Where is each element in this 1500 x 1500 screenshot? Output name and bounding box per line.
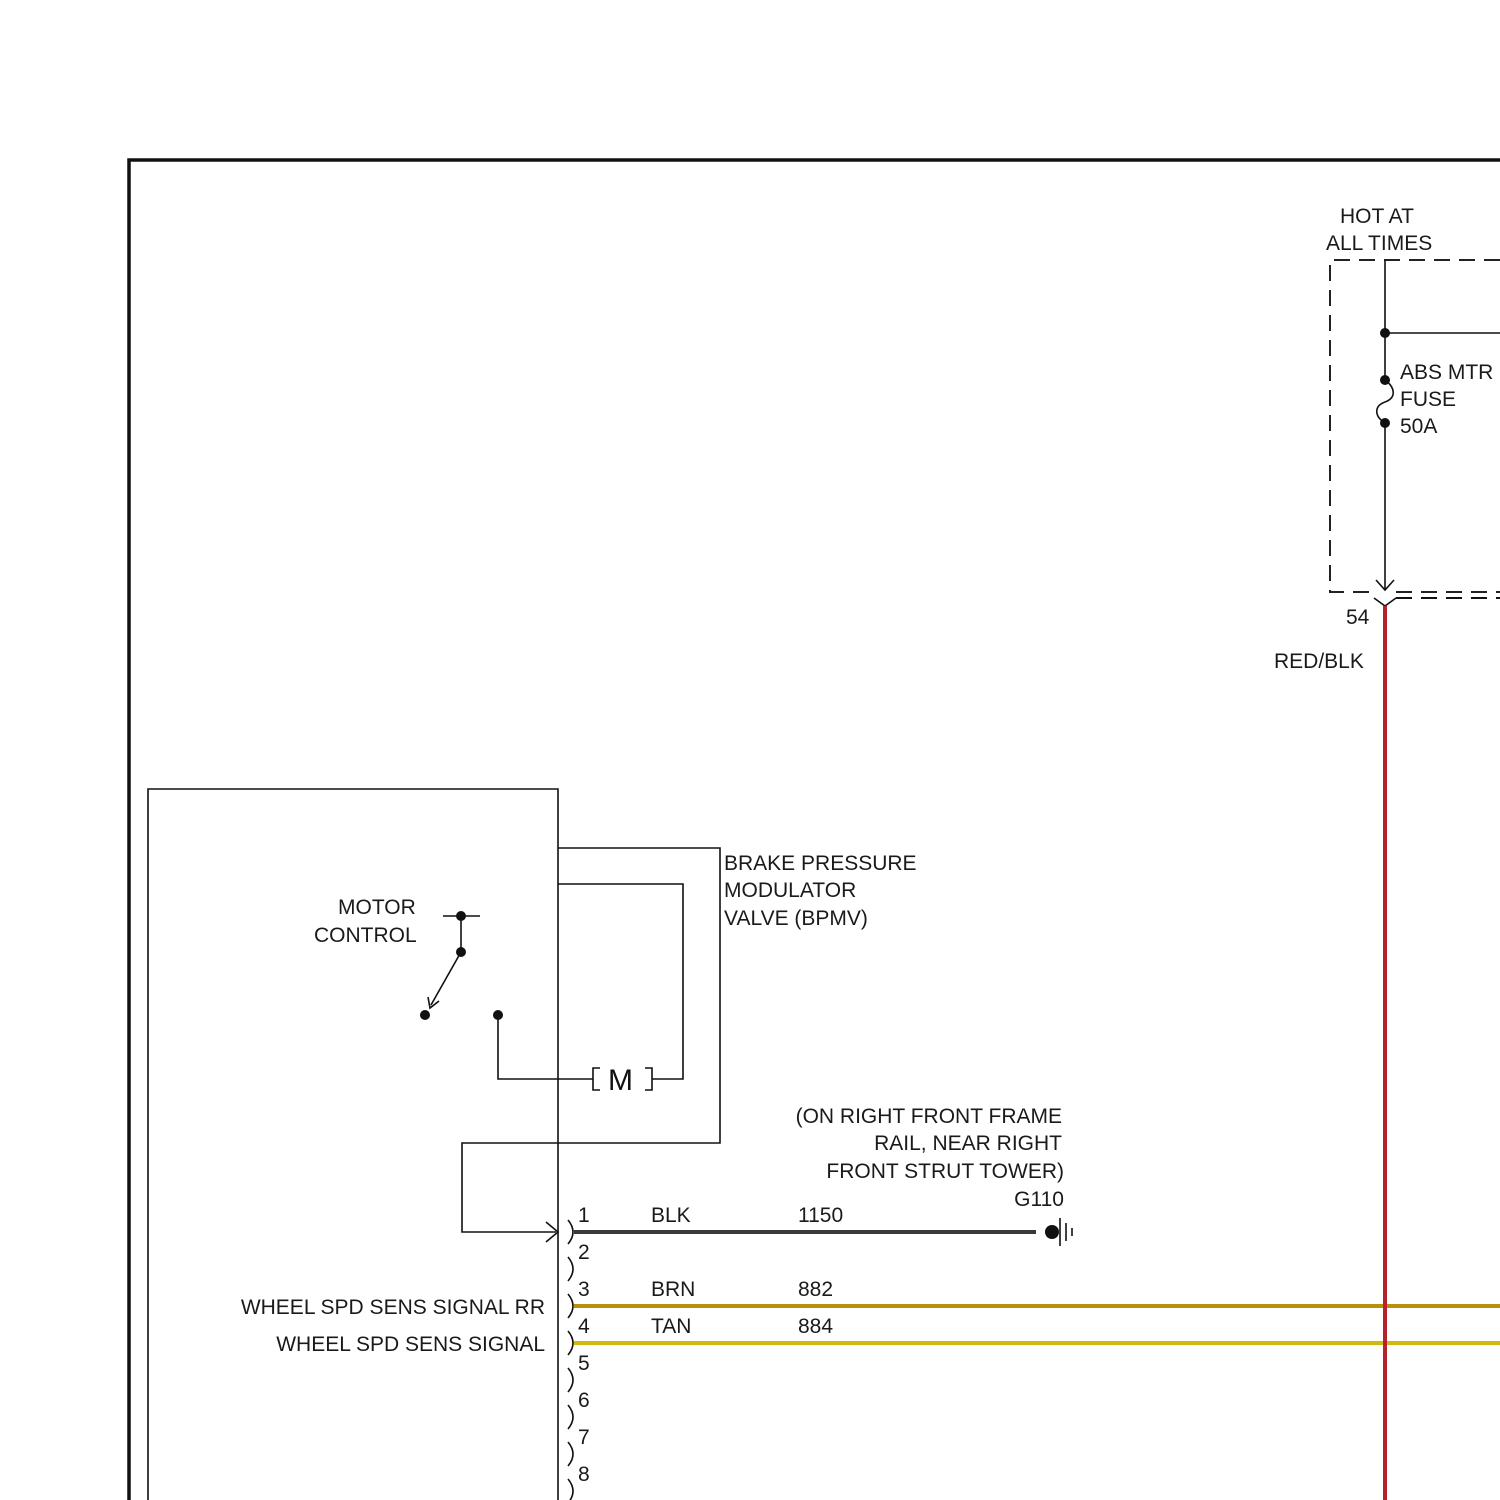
signal-name-label: WHEEL SPD SENS SIGNAL RR	[241, 1296, 545, 1319]
connector-pin-number: 5	[578, 1352, 590, 1375]
bpmv-label-line2: MODULATOR	[724, 879, 856, 902]
connector-pin-number: 3	[578, 1278, 590, 1301]
fuse-name-line2: FUSE	[1400, 388, 1456, 411]
fuse-name-line1: ABS MTR	[1400, 361, 1493, 384]
connector-pin-5	[568, 1368, 573, 1392]
bpmv-box	[462, 848, 720, 1232]
fuse-icon	[1377, 380, 1394, 423]
ground-dot	[1045, 1225, 1059, 1239]
connector-pin-number: 8	[578, 1463, 590, 1486]
connector-pin-3	[568, 1294, 573, 1318]
switch-contact-b	[493, 1010, 503, 1020]
wire-circuit-number: 1150	[798, 1204, 843, 1227]
motor-icon: M	[608, 1064, 633, 1097]
power-wire-color-label: RED/BLK	[1274, 650, 1364, 673]
all-times-label: ALL TIMES	[1326, 232, 1432, 255]
ground-location-line2: RAIL, NEAR RIGHT	[874, 1132, 1062, 1155]
hot-at-label: HOT AT	[1340, 205, 1414, 228]
wire-color-label: TAN	[651, 1315, 691, 1338]
signal-name-label: WHEEL SPD SENS SIGNAL	[276, 1333, 545, 1356]
switch-blade	[431, 952, 461, 1005]
connector-pin-2	[568, 1257, 573, 1281]
connector-pin-number: 2	[578, 1241, 590, 1264]
connector-pin-number: 1	[578, 1204, 590, 1227]
wire-color-label: BLK	[651, 1204, 691, 1227]
wire-color-label: BRN	[651, 1278, 695, 1301]
connector-pin-7	[568, 1442, 573, 1466]
motor-feed-wire	[498, 1015, 593, 1079]
connector-pin-4	[568, 1331, 573, 1355]
motor-bracket-right	[645, 1068, 652, 1090]
switch-contact-a	[420, 1010, 430, 1020]
connector-chevron-icon	[1374, 598, 1396, 606]
connector-pin-8	[568, 1479, 573, 1500]
connector-pin-number: 6	[578, 1389, 590, 1412]
connector-pin-number: 4	[578, 1315, 590, 1338]
fuse-rating: 50A	[1400, 415, 1437, 438]
connector-pin-number: 7	[578, 1426, 590, 1449]
wire-circuit-number: 884	[798, 1315, 833, 1338]
switch-arrow-icon	[428, 997, 439, 1008]
splice-dot	[1380, 328, 1390, 338]
motor-bracket-left	[593, 1068, 600, 1090]
bpmv-label-line1: BRAKE PRESSURE	[724, 852, 917, 875]
wire-circuit-number: 882	[798, 1278, 833, 1301]
motor-control-label-line2: CONTROL	[314, 924, 417, 947]
ground-id: G110	[1014, 1188, 1064, 1211]
bpmv-inner-loop	[558, 884, 683, 1079]
ebcm-connector: 1 2 3 4 5 6 7 8	[568, 1204, 590, 1500]
ground-location-line1: (ON RIGHT FRONT FRAME	[796, 1105, 1062, 1128]
connector-pin-6	[568, 1405, 573, 1429]
power-terminal-number: 54	[1346, 606, 1370, 629]
connector-pin-1	[568, 1220, 573, 1244]
ground-location-line3: FRONT STRUT TOWER)	[826, 1160, 1064, 1183]
motor-control-label-line1: MOTOR	[338, 896, 416, 919]
bpmv-label-line3: VALVE (BPMV)	[724, 907, 868, 930]
